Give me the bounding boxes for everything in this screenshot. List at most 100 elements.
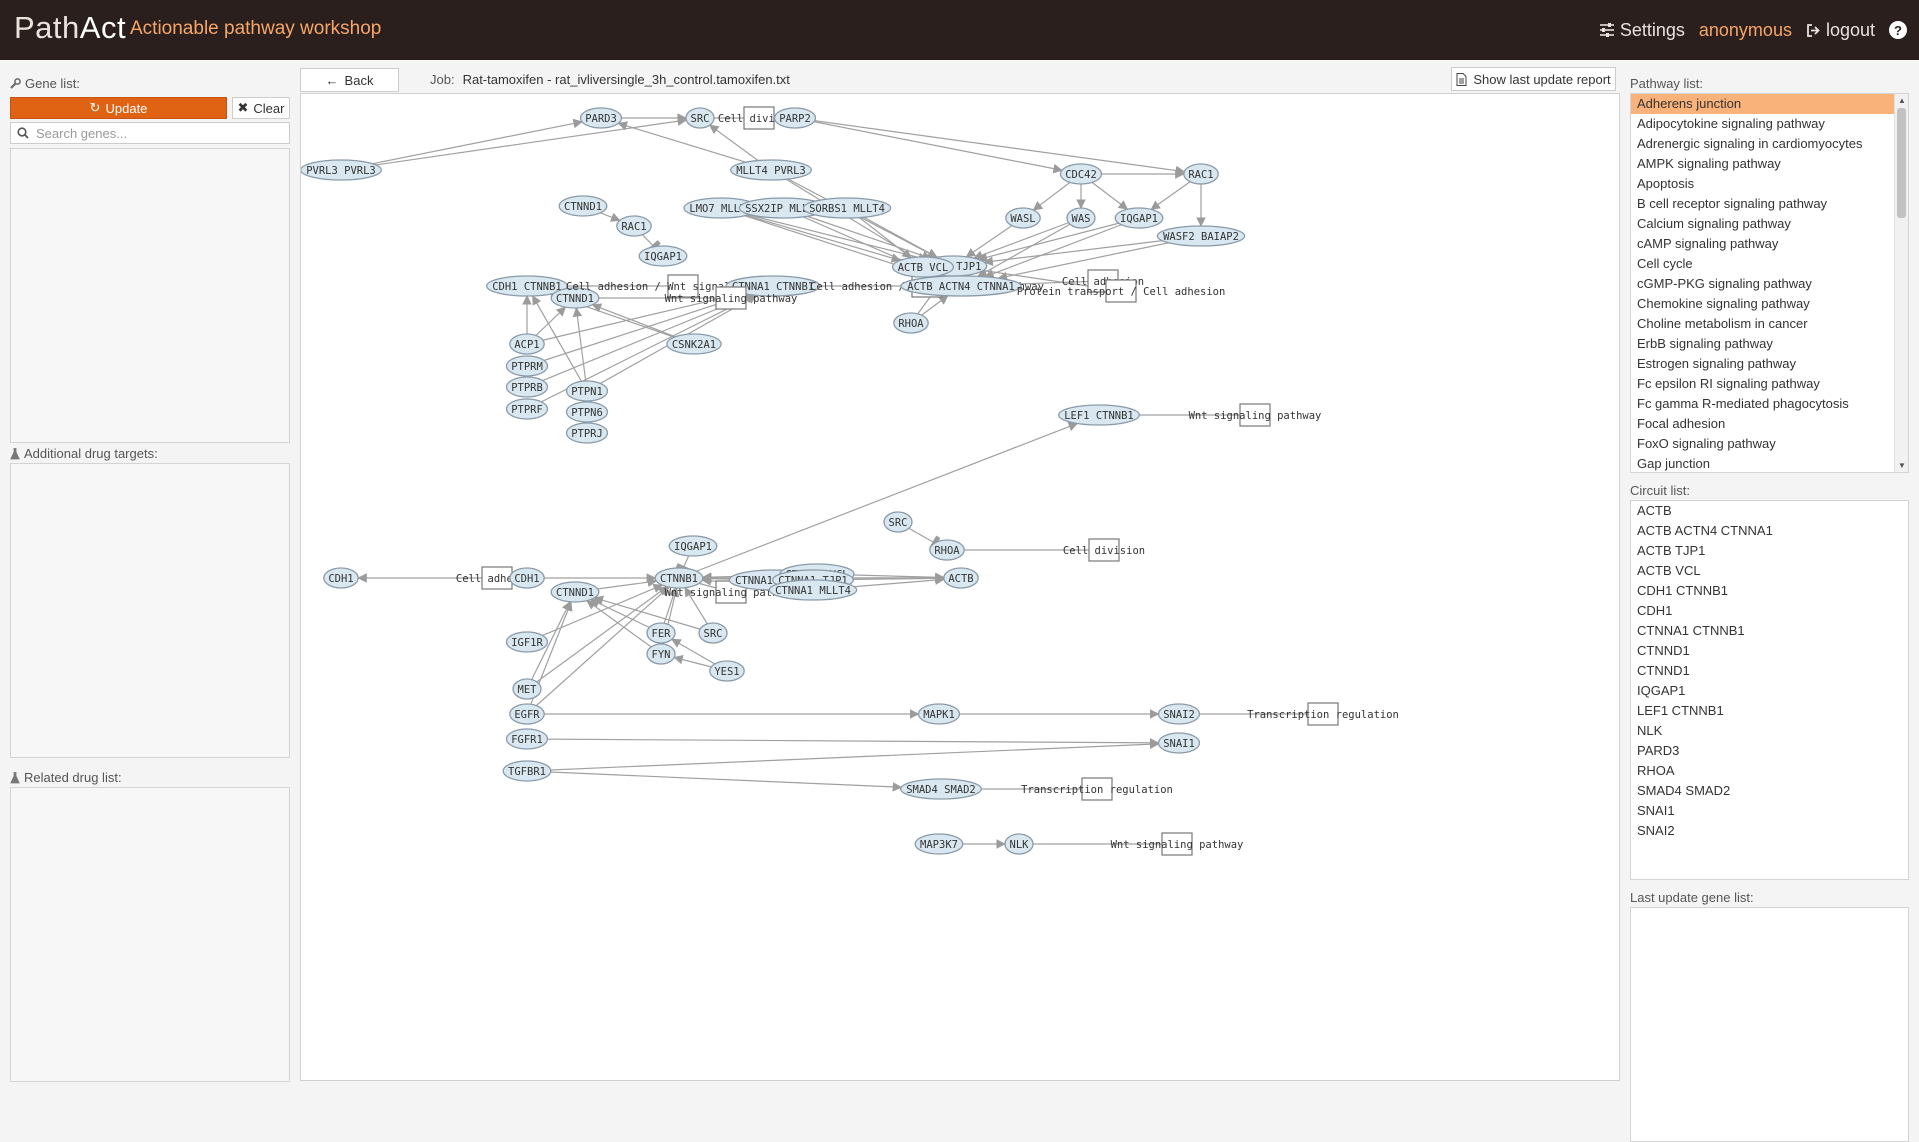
- pathway-item[interactable]: ErbB signaling pathway: [1637, 336, 1773, 351]
- gene-node[interactable]: PTPRJ: [565, 422, 609, 444]
- gene-node[interactable]: CTNNA1 MLLT4: [768, 579, 858, 601]
- circuit-item[interactable]: CTNND1: [1637, 663, 1690, 678]
- gene-node[interactable]: IQGAP1: [668, 535, 718, 557]
- gene-node[interactable]: CDC42: [1059, 163, 1103, 185]
- circuit-item[interactable]: PARD3: [1637, 743, 1680, 758]
- gene-node[interactable]: FGFR1: [505, 728, 549, 750]
- gene-node[interactable]: CTNNA1 CTNNB1: [725, 275, 821, 297]
- circuit-item[interactable]: ACTB ACTN4 CTNNA1: [1637, 523, 1773, 538]
- pathway-item[interactable]: Fc epsilon RI signaling pathway: [1637, 376, 1820, 391]
- circuit-item[interactable]: RHOA: [1637, 763, 1675, 778]
- scroll-down-icon[interactable]: ▼: [1898, 461, 1906, 470]
- gene-node[interactable]: WASF2 BAIAP2: [1156, 225, 1246, 247]
- function-node[interactable]: Wnt signaling pathway: [1189, 403, 1322, 427]
- gene-node[interactable]: PVRL3 PVRL3: [301, 159, 382, 181]
- gene-node[interactable]: RHOA: [893, 312, 929, 334]
- gene-node[interactable]: CSNK2A1: [666, 333, 722, 355]
- gene-node[interactable]: MET: [512, 678, 542, 700]
- circuit-item[interactable]: CTNND1: [1637, 643, 1690, 658]
- circuit-item[interactable]: ACTB VCL: [1637, 563, 1701, 578]
- logout-link[interactable]: logout: [1806, 20, 1875, 41]
- gene-node[interactable]: CTNND1: [550, 581, 600, 603]
- gene-node[interactable]: FER: [646, 622, 676, 644]
- gene-node[interactable]: ACTB ACTN4 CTNNA1: [900, 275, 1022, 297]
- circuit-item[interactable]: SNAI2: [1637, 823, 1675, 838]
- pathway-item[interactable]: FoxO signaling pathway: [1637, 436, 1776, 451]
- pathway-item[interactable]: cGMP-PKG signaling pathway: [1637, 276, 1812, 291]
- circuit-item[interactable]: ACTB: [1637, 503, 1672, 518]
- brand-logo[interactable]: PathAct: [14, 10, 126, 46]
- gene-node[interactable]: RAC1: [1183, 163, 1219, 185]
- user-name[interactable]: anonymous: [1698, 19, 1792, 40]
- gene-node[interactable]: SSX2IP MLLT4: [738, 197, 828, 219]
- gene-node[interactable]: WASL: [1005, 207, 1041, 229]
- gene-node[interactable]: PTPRM: [505, 355, 549, 377]
- function-node[interactable]: Wnt signaling pathway: [665, 286, 798, 310]
- gene-node[interactable]: CTNND1: [550, 287, 600, 309]
- gene-node[interactable]: MLLT4 PVRL3: [730, 159, 812, 181]
- related-drugs-box[interactable]: [10, 787, 290, 1082]
- pathway-item[interactable]: AMPK signaling pathway: [1637, 156, 1781, 171]
- gene-node[interactable]: PARP2: [773, 107, 817, 129]
- gene-list-box[interactable]: [10, 148, 290, 443]
- settings-link[interactable]: Settings: [1599, 20, 1685, 41]
- gene-node[interactable]: EGFR: [509, 703, 545, 725]
- scroll-thumb[interactable]: [1897, 108, 1906, 218]
- pathway-item[interactable]: Estrogen signaling pathway: [1637, 356, 1796, 371]
- gene-node[interactable]: SNAI2: [1157, 703, 1201, 725]
- pathway-item[interactable]: B cell receptor signaling pathway: [1637, 196, 1828, 211]
- pathway-item[interactable]: Adrenergic signaling in cardiomyocytes: [1637, 136, 1863, 151]
- circuit-item[interactable]: ACTB TJP1: [1637, 543, 1706, 558]
- question-circle-icon[interactable]: ?: [1889, 21, 1907, 39]
- pathway-item[interactable]: Apoptosis: [1637, 176, 1695, 191]
- pathway-item[interactable]: Gap junction: [1637, 456, 1710, 471]
- gene-node[interactable]: YES1: [709, 660, 745, 682]
- gene-node[interactable]: CTNNB1: [654, 567, 704, 589]
- update-button[interactable]: ↻ Update: [10, 97, 227, 119]
- scroll-up-icon[interactable]: ▲: [1898, 96, 1906, 105]
- gene-node[interactable]: SRC: [883, 511, 913, 533]
- gene-node[interactable]: RAC1: [616, 215, 652, 237]
- gene-node[interactable]: IQGAP1: [638, 245, 688, 267]
- gene-node[interactable]: ACTB VCL: [891, 256, 955, 278]
- pathway-item[interactable]: Choline metabolism in cancer: [1637, 316, 1808, 331]
- circuit-item[interactable]: LEF1 CTNNB1: [1637, 703, 1724, 718]
- circuit-item[interactable]: CDH1 CTNNB1: [1637, 583, 1729, 598]
- gene-node[interactable]: PTPN6: [565, 401, 609, 423]
- gene-node[interactable]: PTPN1: [565, 380, 609, 402]
- circuit-item[interactable]: CDH1: [1637, 603, 1673, 618]
- function-node[interactable]: Transcription regulation: [1247, 702, 1399, 726]
- additional-targets-box[interactable]: [10, 463, 290, 758]
- gene-node[interactable]: WAS: [1066, 207, 1096, 229]
- last-update-gene-list[interactable]: [1630, 907, 1909, 1142]
- gene-node[interactable]: FYN: [646, 643, 676, 665]
- back-button[interactable]: ← Back: [300, 68, 399, 92]
- function-node[interactable]: Cell division: [1063, 538, 1145, 562]
- gene-node[interactable]: IGF1R: [505, 631, 549, 653]
- gene-node[interactable]: TGFBR1: [502, 760, 552, 782]
- gene-search-input[interactable]: [34, 124, 274, 142]
- gene-node[interactable]: SRC: [698, 622, 728, 644]
- function-node[interactable]: Wnt signaling pathway: [1111, 832, 1244, 856]
- gene-node[interactable]: PTPRF: [505, 398, 549, 420]
- gene-node[interactable]: CDH1: [323, 567, 359, 589]
- gene-node[interactable]: SORBS1 MLLT4: [802, 197, 892, 219]
- gene-node[interactable]: CDH1: [509, 567, 545, 589]
- circuit-item[interactable]: SMAD4 SMAD2: [1637, 783, 1731, 798]
- gene-node[interactable]: IQGAP1: [1114, 207, 1164, 229]
- gene-node[interactable]: CTNND1: [558, 195, 608, 217]
- gene-node[interactable]: LEF1 CTNNB1: [1058, 404, 1140, 426]
- gene-node[interactable]: MAP3K7: [914, 833, 964, 855]
- gene-node[interactable]: CDH1 CTNNB1: [486, 275, 568, 297]
- gene-node[interactable]: ACP1: [509, 333, 545, 355]
- circuit-item[interactable]: CTNNA1 CTNNB1: [1637, 623, 1745, 638]
- show-report-button[interactable]: Show last update report: [1451, 67, 1616, 91]
- pathway-item[interactable]: Chemokine signaling pathway: [1637, 296, 1810, 311]
- gene-node[interactable]: SNAI1: [1157, 732, 1201, 754]
- circuit-item[interactable]: IQGAP1: [1637, 683, 1686, 698]
- function-node[interactable]: Transcription regulation: [1021, 777, 1173, 801]
- pathway-item[interactable]: Calcium signaling pathway: [1637, 216, 1791, 231]
